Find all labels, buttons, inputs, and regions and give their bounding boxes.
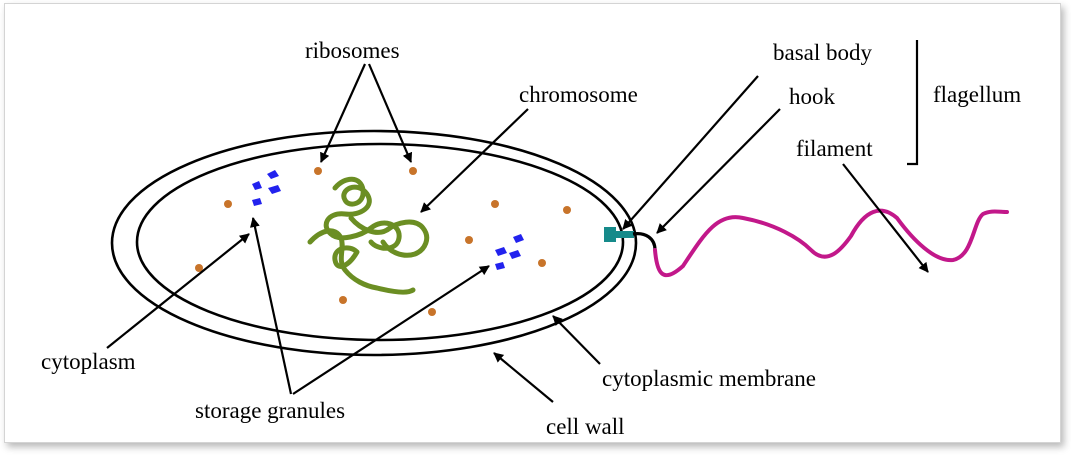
cytoplasmic-membrane-arrow [553,316,600,364]
bacterial-cell-diagram: ribosomes chromosome basal body hook fil… [5,4,1062,444]
storage-granule [268,185,281,194]
ribosome [224,200,232,208]
flagellum-filament [655,211,1007,276]
cytoplasmic-membrane-label: cytoplasmic membrane [602,366,816,391]
leader-arrows [107,64,928,402]
flagellum-bracket [907,40,917,164]
cell-wall-label: cell wall [546,414,625,439]
ribosome [339,296,347,304]
flagellum-label: flagellum [933,82,1021,107]
cytoplasmic-membrane-outline [137,144,623,340]
basal-body [604,227,616,242]
basal-body-rod [616,231,634,238]
cytoplasm-label: cytoplasm [41,349,136,374]
storage-granules-arrow-right [293,266,489,394]
filament-label: filament [796,136,873,161]
ribosome [563,206,571,214]
storage-granule [509,250,521,259]
storage-granule [495,247,507,256]
hook-label: hook [789,84,836,109]
cytoplasm-arrow [107,234,249,348]
diagram-frame: ribosomes chromosome basal body hook fil… [4,3,1061,443]
ribosome [465,236,473,244]
filament-arrow [843,164,928,272]
cell-wall-arrow [494,353,553,402]
storage-granules [252,170,524,270]
chromosome [310,179,427,292]
ribosomes-label: ribosomes [305,38,400,63]
storage-granule [252,198,262,206]
storage-granule [267,170,279,179]
ribosomes-arrow-right [369,64,411,162]
ribosomes-arrow-left [321,64,365,162]
storage-granule [513,234,524,243]
ribosome [314,167,322,175]
storage-granule [252,181,262,190]
storage-granules-label: storage granules [195,398,345,423]
ribosome [428,308,436,316]
storage-granules-arrow-left [253,218,291,394]
ribosome [538,259,546,267]
chromosome-label: chromosome [519,82,638,107]
basal-body-label: basal body [773,40,873,65]
ribosome [409,167,417,175]
ribosome [491,200,499,208]
storage-granule [495,262,505,270]
